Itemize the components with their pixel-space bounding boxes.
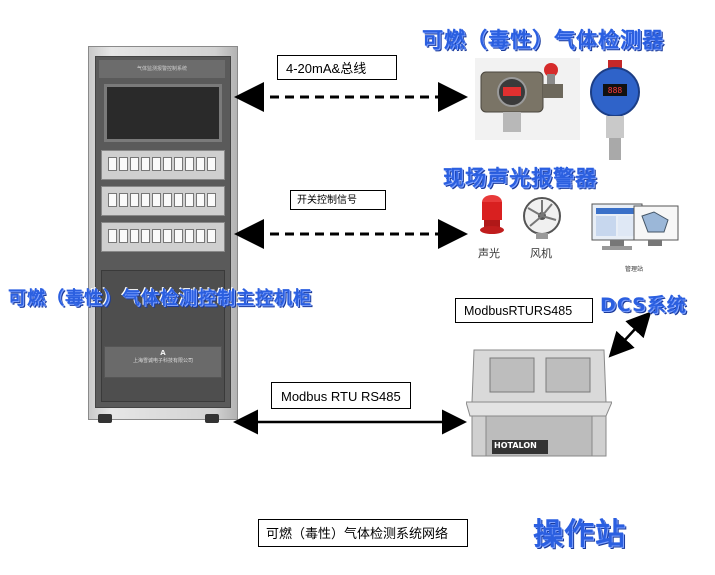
cabinet-screen [104, 84, 222, 142]
cabinet-lower-door [101, 270, 225, 402]
fan-caption: 风机 [530, 247, 552, 260]
gas-detector-image: 888 [586, 58, 646, 163]
controller-panel-1 [101, 150, 225, 180]
sound-light-alarm-image [480, 195, 504, 234]
station-title: 操作站 [533, 517, 626, 552]
cabinet-wheel-left [98, 414, 112, 423]
cabinet-title: 可燃（毒性）气体检测控制主控机柜 [8, 288, 312, 309]
network-caption: 可燃（毒性）气体检测系统网络 [258, 519, 468, 547]
cabinet-nameplate: A 上海雪诚电子科技有限公司 [104, 346, 222, 378]
modbus-label: Modbus RTU RS485 [271, 382, 411, 409]
sound-light-caption: 声光 [478, 247, 500, 260]
svg-text:888: 888 [608, 86, 623, 95]
dcs-modbus-label: ModbusRTURS485 [455, 298, 593, 323]
detector-title: 可燃（毒性）气体检测器 [422, 28, 664, 52]
operator-console-image [466, 349, 612, 457]
cabinet-header: 气体监测报警控制系统 [99, 60, 225, 78]
fan-image [523, 197, 561, 239]
bus-label: 4-20mA&总线 [277, 55, 397, 80]
explosion-proof-detector-image [475, 58, 580, 140]
alarm-title: 现场声光报警器 [443, 166, 597, 190]
switch-signal-label: 开关控制信号 [290, 190, 386, 210]
management-caption: 管理站 [625, 266, 644, 273]
controller-panel-3 [101, 222, 225, 252]
hotalon-brand: HOTALON [494, 441, 537, 450]
management-station-image [591, 203, 679, 250]
dcs-solid-arrow [608, 311, 652, 358]
dcs-title: DCS系统 [600, 294, 687, 316]
controller-panel-2 [101, 186, 225, 216]
cabinet-wheel-right [205, 414, 219, 423]
cabinet-maker: 上海雪诚电子科技有限公司 [132, 358, 193, 364]
